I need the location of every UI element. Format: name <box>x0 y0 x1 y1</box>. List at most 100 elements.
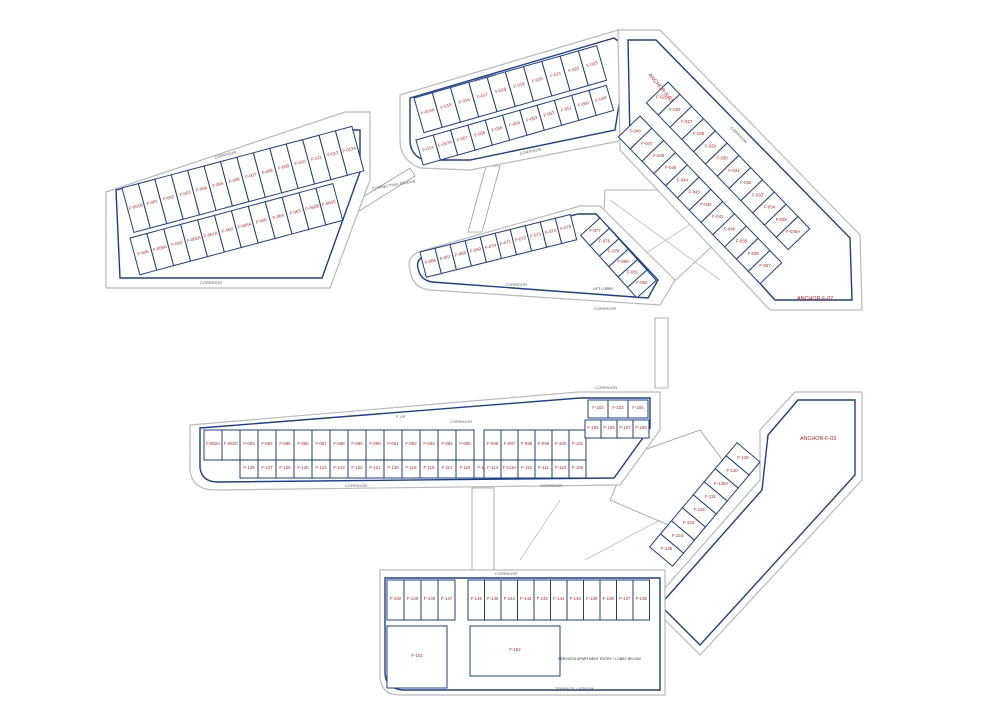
shop-unit-label: F-124 <box>315 465 327 470</box>
shop-unit: F-074 <box>539 217 563 248</box>
shop-unit: F-117 <box>437 459 457 479</box>
shop-unit-label: F-116 <box>460 465 472 470</box>
shop-unit: F-091 <box>383 429 403 461</box>
shop-unit-label: F-087 <box>315 441 327 446</box>
shop-unit-label: F-127 <box>261 465 273 470</box>
shop-unit: F-082C <box>221 429 241 461</box>
shop-unit-label: F-110 <box>555 465 567 470</box>
shop-unit: F-136 <box>632 579 650 621</box>
shop-unit-label: F-047 <box>641 141 653 146</box>
shop-unit: F-083 <box>239 429 259 461</box>
shop-unit-label: F-100 <box>555 441 567 446</box>
shop-unit: F-084 <box>257 429 277 461</box>
shop-unit: F-111 <box>534 459 553 479</box>
shop-unit-label: F-051 <box>560 105 573 113</box>
shop-unit-label: F-098 <box>521 441 533 446</box>
shop-unit: F-137 <box>616 579 634 621</box>
shop-unit-label: F-111 <box>538 465 549 470</box>
shop-unit-label: F-067 <box>439 254 452 262</box>
shop-unit-label: F-085 <box>279 441 291 446</box>
shop-unit-label: F-033 <box>752 192 764 197</box>
shop-unit: F-121 <box>365 459 385 479</box>
shop-unit-label: F-089 <box>351 441 363 446</box>
nw-corridor-bottom: CORRIDOR <box>200 281 222 285</box>
anchor-f02-label: ANCHOR-F-02 <box>797 296 833 302</box>
shop-unit: F-128 <box>239 459 259 479</box>
shop-unit-label: F-028 <box>693 131 705 136</box>
shop-unit-label: F-120 <box>387 465 399 470</box>
shop-unit-label: F-090 <box>369 441 381 446</box>
shop-unit: F-055 <box>484 114 511 146</box>
shop-unit: F-107 <box>616 419 634 439</box>
shop-unit-label: F-078 <box>599 238 611 243</box>
shop-unit-label: F-061A <box>203 230 218 239</box>
shop-unit: F-140 <box>566 579 584 621</box>
anchor-f03-label: ANCHOR-F-03 <box>800 436 836 442</box>
shop-unit-label: F-044 <box>677 177 689 182</box>
shop-unit-label: F-144 <box>504 596 516 601</box>
shop-unit-label: F-125 <box>297 465 309 470</box>
shop-unit: F-101 <box>568 429 587 461</box>
wing-northeast: F-025AF-026F-027F-028F-029F-030F-031F-03… <box>617 29 863 311</box>
shop-unit: F-152 <box>469 625 561 677</box>
shop-unit: F-014 <box>415 134 442 166</box>
shop-unit-label: F-049 <box>595 95 608 103</box>
shop-unit: F-037 <box>747 249 783 285</box>
shop-unit: F-103 <box>607 399 629 419</box>
shop-unit-label: F-123 <box>333 465 345 470</box>
shop-unit-label: F-143 <box>520 596 532 601</box>
shop-unit-label: F-026 <box>669 107 681 112</box>
shop-unit-label: F-093 <box>423 441 435 446</box>
shop-unit-label: F-062A <box>186 235 201 244</box>
shop-unit: F-113A <box>500 459 519 479</box>
shop-unit: F-127 <box>257 459 277 479</box>
shop-unit: F-146 <box>467 579 485 621</box>
shop-unit-label: F-020 <box>531 76 544 84</box>
shop-unit: F-142 <box>533 579 551 621</box>
shop-unit: F-099 <box>534 429 553 461</box>
shop-unit-label: F-147 <box>441 596 453 601</box>
lift-lobby: LIFT LOBBY <box>593 287 614 291</box>
middle-corridor-top: CORRIDOR <box>450 420 472 424</box>
shop-unit-label: F-137 <box>619 596 631 601</box>
wing-southeast: F-129F-130F-130AF-131F-132F-133F-134F-13… <box>648 391 863 656</box>
north-corridor-top: CORRIDOR <box>474 73 497 83</box>
shop-unit-label: F-113A <box>503 465 517 470</box>
shop-unit: F-087 <box>311 429 331 461</box>
shop-unit: F-092 <box>401 429 421 461</box>
shop-unit-label: F-135 <box>661 546 673 551</box>
shop-unit-label: F-021 <box>549 70 562 78</box>
shop-unit-label: F-064 <box>272 212 285 220</box>
shop-unit-label: F-046 <box>653 153 665 158</box>
shop-unit: F-122 <box>347 459 367 479</box>
shop-unit: F-075 <box>554 213 578 245</box>
shop-unit-label: F-001B <box>128 202 143 211</box>
shop-unit-label: F-103 <box>612 405 624 410</box>
shop-unit-label: F-101 <box>572 441 584 446</box>
shop-unit: F-106 <box>600 419 618 439</box>
shop-unit-label: F-066 <box>424 257 437 265</box>
shop-unit-label: F-129 <box>737 455 749 460</box>
shop-unit-label: F-036A <box>786 229 800 234</box>
shop-unit: F-144 <box>500 579 518 621</box>
shop-unit-label: F-040 <box>724 226 736 231</box>
shop-unit: F-063C <box>315 183 344 226</box>
shop-unit: F-082 <box>626 269 657 299</box>
shop-unit-label: F-053 <box>526 115 539 123</box>
shop-unit-label: F-006 <box>137 249 150 257</box>
shop-unit: F-123 <box>329 459 349 479</box>
shop-unit: F-109 <box>568 459 587 479</box>
shop-unit-label: F-014A <box>420 107 435 116</box>
shop-unit: F-098 <box>517 429 536 461</box>
shop-unit-label: F-104 <box>632 405 644 410</box>
middle-corridor-bottom-2: CORRIDOR <box>540 484 562 488</box>
shop-unit-label: F-008 <box>261 167 274 175</box>
shop-unit-label: F-134 <box>672 533 684 538</box>
middle-f-up: F-UP <box>396 415 406 419</box>
shop-unit-label: F-072 <box>514 235 527 243</box>
shop-unit: F-139 <box>583 579 601 621</box>
shop-unit-label: F-035 <box>776 217 788 222</box>
shop-unit-label: F-069 <box>469 246 482 254</box>
